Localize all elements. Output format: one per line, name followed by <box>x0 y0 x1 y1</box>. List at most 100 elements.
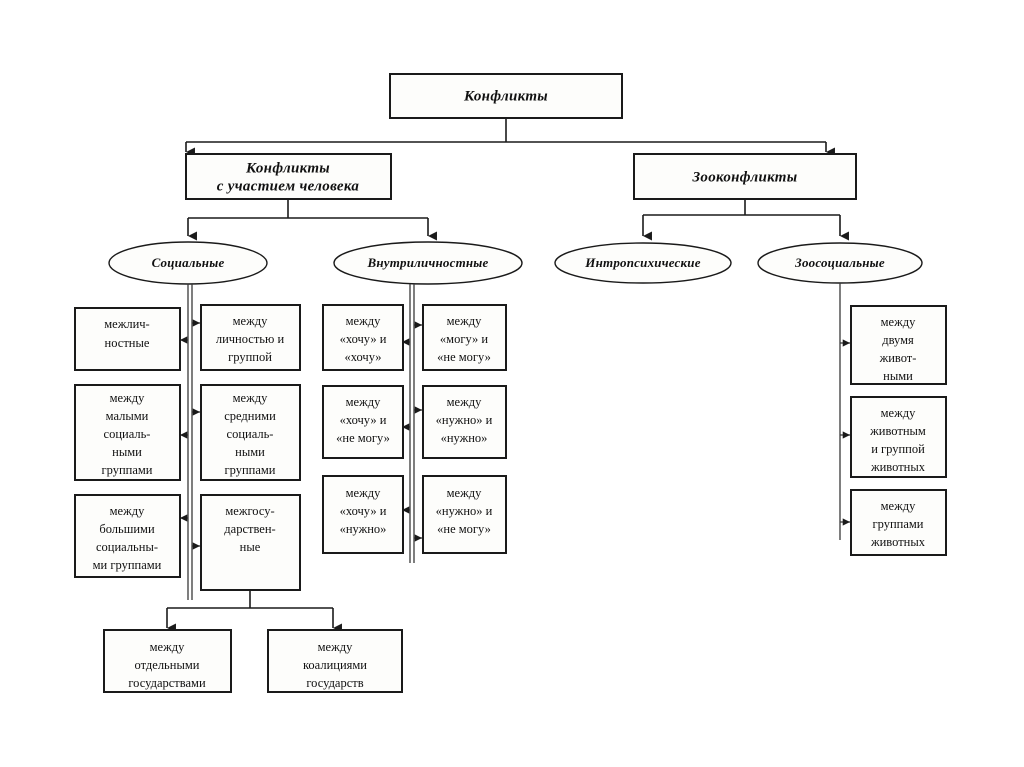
leaf-want-must[interactable]: между «хочу» и «нужно» <box>322 475 404 554</box>
node-intropsychic[interactable]: Интропсихические <box>554 242 732 284</box>
leaf-between-two-animals[interactable]: между двумя живот- ными <box>850 305 947 385</box>
leaf-line: малыми <box>106 409 149 423</box>
leaf-line: животным <box>869 424 926 438</box>
leaf-line: личностью и <box>216 332 285 346</box>
leaf-box <box>74 494 181 578</box>
leaf-box <box>422 475 507 554</box>
leaf-box <box>322 385 404 459</box>
leaf-interstate[interactable]: межгосу- дарствен- ные <box>200 494 301 591</box>
leaf-box <box>200 494 301 591</box>
leaf-line: ными <box>235 445 265 459</box>
leaf-line: между <box>346 486 381 500</box>
leaf-line: животных <box>870 535 926 549</box>
leaf-line: между <box>346 395 381 409</box>
leaf-line: между <box>881 315 916 329</box>
leaf-box <box>200 384 301 481</box>
leaf-line: «нужно» <box>441 431 488 445</box>
leaf-line: дарствен- <box>224 522 275 536</box>
leaf-line: коалициями <box>303 658 367 672</box>
leaf-line: двумя <box>882 333 914 347</box>
leaf-box <box>422 304 507 371</box>
leaf-line: государств <box>306 676 363 690</box>
leaf-line: между <box>346 314 381 328</box>
leaf-line: «хочу» <box>344 350 381 364</box>
leaf-line: «не могу» <box>437 522 491 536</box>
leaf-line: межлич- <box>104 317 149 331</box>
leaf-line: между <box>318 640 353 654</box>
leaf-box <box>850 396 947 478</box>
leaf-want-want[interactable]: между «хочу» и «хочу» <box>322 304 404 371</box>
leaf-line: между <box>447 314 482 328</box>
leaf-line: между <box>150 640 185 654</box>
leaf-between-medium-social-groups[interactable]: между средними социаль- ными группами <box>200 384 301 481</box>
leaf-want-cannot[interactable]: между «хочу» и «не могу» <box>322 385 404 459</box>
node-conflicts-with-human[interactable]: Конфликты с участием человека <box>185 153 392 200</box>
leaf-line: между <box>447 395 482 409</box>
intropsychic-ellipse <box>554 242 732 284</box>
leaf-box <box>422 385 507 459</box>
leaf-line: ные <box>240 540 261 554</box>
connector-human-to-level3 <box>187 199 437 241</box>
connector-intrapersonal-spine <box>402 284 422 563</box>
leaf-box <box>322 304 404 371</box>
leaf-box <box>74 384 181 481</box>
leaf-must-cannot[interactable]: между «нужно» и «не могу» <box>422 475 507 554</box>
leaf-between-animal-groups[interactable]: между группами животных <box>850 489 947 556</box>
intrapersonal-label: Внутриличностные <box>366 255 488 270</box>
leaf-line: отдельными <box>135 658 200 672</box>
zooconflicts-label: Зооконфликты <box>692 169 798 185</box>
leaf-can-cannot[interactable]: между «могу» и «не могу» <box>422 304 507 371</box>
leaf-line: животных <box>870 460 926 474</box>
leaf-box <box>103 629 232 693</box>
leaf-interpersonal[interactable]: межлич- ностные <box>74 307 181 371</box>
leaf-line: ностные <box>105 336 150 350</box>
leaf-line: ными <box>112 445 142 459</box>
leaf-line: группами <box>102 463 153 477</box>
connector-social-spine <box>180 284 200 600</box>
leaf-line: «нужно» <box>340 522 387 536</box>
leaf-between-small-social-groups[interactable]: между малыми социаль- ными группами <box>74 384 181 481</box>
leaf-line: группами <box>225 463 276 477</box>
zoosocial-label: Зоосоциальные <box>794 255 885 270</box>
leaf-line: «хочу» и <box>340 504 387 518</box>
connector-root-to-level2 <box>185 118 835 157</box>
leaf-between-state-coalitions[interactable]: между коалициями государств <box>267 629 403 693</box>
leaf-line: ми группами <box>93 558 162 572</box>
leaf-line: межгосу- <box>225 504 274 518</box>
leaf-between-large-social-groups[interactable]: между большими социальны- ми группами <box>74 494 181 578</box>
node-zooconflicts[interactable]: Зооконфликты <box>633 153 857 200</box>
leaf-line: группами <box>873 517 924 531</box>
leaf-box <box>74 307 181 371</box>
leaf-line: между <box>881 499 916 513</box>
leaf-box <box>267 629 403 693</box>
leaf-line: социальны- <box>96 540 158 554</box>
leaf-line: между <box>110 391 145 405</box>
leaf-line: государствами <box>128 676 206 690</box>
leaf-must-must[interactable]: между «нужно» и «нужно» <box>422 385 507 459</box>
leaf-box <box>322 475 404 554</box>
leaf-line: социаль- <box>227 427 274 441</box>
leaf-line: между <box>881 406 916 420</box>
leaf-animal-and-group[interactable]: между животным и группой животных <box>850 396 947 478</box>
social-label: Социальные <box>152 255 225 270</box>
leaf-line: «хочу» и <box>340 413 387 427</box>
leaf-line: большими <box>99 522 155 536</box>
leaf-line: между <box>233 391 268 405</box>
leaf-between-separate-states[interactable]: между отдельными государствами <box>103 629 232 693</box>
intropsychic-label: Интропсихические <box>584 255 700 270</box>
leaf-between-person-and-group[interactable]: между личностью и группой <box>200 304 301 371</box>
root-box <box>389 73 623 119</box>
node-zoosocial[interactable]: Зоосоциальные <box>757 242 923 284</box>
root-label: Конфликты <box>463 88 548 104</box>
leaf-line: «не могу» <box>336 431 390 445</box>
human-conflicts-box <box>185 153 392 200</box>
leaf-line: между <box>447 486 482 500</box>
human-conflicts-label-line-2: с участием человека <box>217 178 360 194</box>
leaf-box <box>200 304 301 371</box>
node-social[interactable]: Социальные <box>108 241 268 285</box>
leaf-line: «нужно» и <box>436 413 493 427</box>
node-intrapersonal[interactable]: Внутриличностные <box>333 241 523 285</box>
node-root[interactable]: Конфликты <box>389 73 623 119</box>
leaf-line: средними <box>224 409 276 423</box>
